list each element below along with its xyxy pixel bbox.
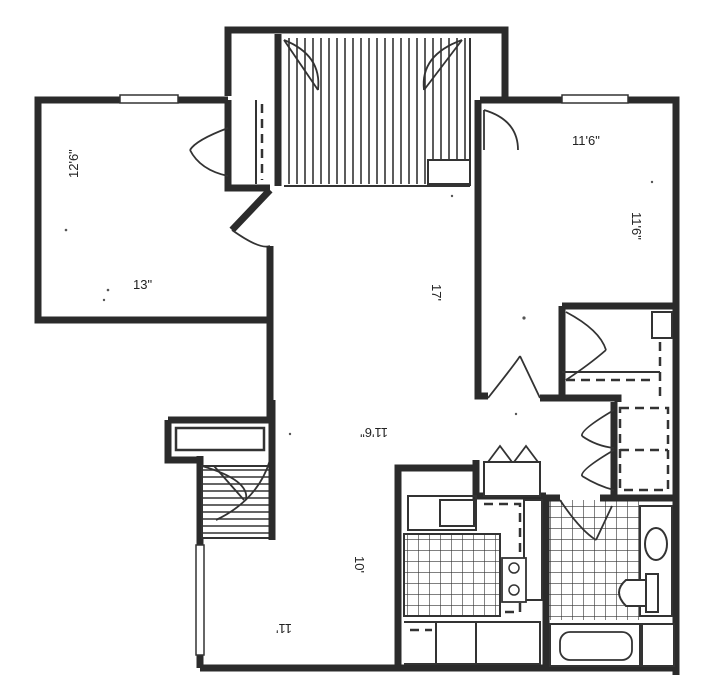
label-living-width: 11'6" [360,425,388,440]
label-dining-width: 11' [276,621,292,636]
label-bedroom-left-width: 13" [133,277,152,292]
label-kitchen-depth: 10' [352,556,367,573]
kitchen [394,444,546,668]
windows [119,94,629,656]
balcony [274,34,471,187]
label-hall-length: 17' [429,284,444,301]
stairs [174,426,273,539]
left-bedroom-door [229,187,274,320]
left-closet [189,100,270,192]
label-bedroom-right-depth: 11'6" [629,212,644,240]
right-bedroom-walls [474,100,676,402]
dimension-labels: 13" 12'6" 11'6" 11'6" 17' 11'6" 10' 11' [66,133,644,636]
scan-marks [64,180,654,436]
hall-closets [581,402,676,502]
bathroom [542,494,676,668]
label-bedroom-left-depth: 12'6" [66,149,81,178]
label-bedroom-right-width: 11'6" [572,133,600,148]
